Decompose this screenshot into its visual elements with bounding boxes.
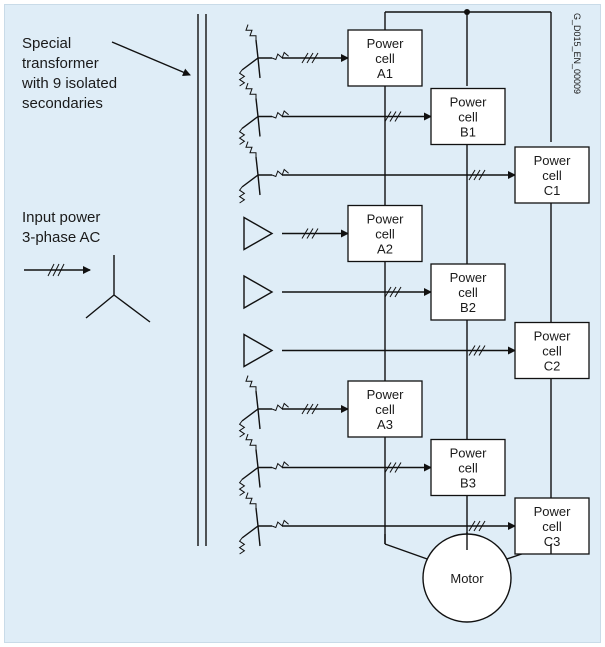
power-cell-title: Power [534, 504, 572, 519]
power-cell-id: C1 [544, 183, 561, 198]
input-power-arrow [24, 263, 91, 277]
power-cell-title: Power [450, 270, 488, 285]
secondary-star-icon [238, 375, 289, 438]
power-cell-subtitle: cell [375, 402, 395, 417]
power-cell-subtitle: cell [542, 168, 562, 183]
power-cell-title: Power [367, 212, 405, 227]
feed-line [282, 403, 349, 415]
feed-line [282, 520, 516, 532]
feed-line [282, 52, 349, 64]
secondary-delta-icon [243, 333, 274, 368]
secondary-star-icon [238, 433, 289, 496]
secondary-delta-icon [243, 216, 274, 251]
power-cell-subtitle: cell [375, 227, 395, 242]
power-cell-id: A3 [377, 417, 393, 432]
power-cell-subtitle: cell [375, 51, 395, 66]
motor-label: Motor [450, 571, 484, 586]
input-power-label: Input power 3-phase AC [22, 209, 105, 246]
feed-line [282, 345, 516, 356]
transformer-pointer-arrow [111, 41, 191, 76]
series-links [384, 86, 552, 554]
secondary-star-icon [238, 141, 289, 204]
secondary-delta-icon [243, 274, 274, 310]
secondary-rows: PowercellA1PowercellB1PowercellC1Powerce… [238, 24, 590, 555]
power-cell-title: Power [534, 153, 572, 168]
secondary-star-icon [238, 82, 289, 145]
secondary-star-icon [238, 492, 289, 555]
feed-line [282, 462, 432, 473]
power-cell-title: Power [534, 329, 572, 344]
primary-winding-star [85, 255, 151, 323]
feed-line [282, 111, 432, 122]
power-cell-subtitle: cell [542, 519, 562, 534]
power-cell-id: C2 [544, 359, 561, 374]
power-cell-subtitle: cell [458, 110, 478, 125]
power-cell-title: Power [450, 95, 488, 110]
power-cell-id: B1 [460, 125, 476, 140]
feed-line [282, 169, 516, 181]
power-cell-title: Power [450, 446, 488, 461]
power-cell-id: A2 [377, 242, 393, 257]
power-cell-subtitle: cell [458, 461, 478, 476]
power-cell-title: Power [367, 36, 405, 51]
drawing-code: G_D015_EN_00009 [572, 13, 582, 94]
power-cell-id: B2 [460, 300, 476, 315]
power-cell-id: A1 [377, 66, 393, 81]
secondary-star-icon [238, 24, 289, 87]
power-cell-id: B3 [460, 476, 476, 491]
power-cell-title: Power [367, 387, 405, 402]
power-cell-subtitle: cell [458, 285, 478, 300]
power-cell-id: C3 [544, 534, 561, 549]
power-cell-subtitle: cell [542, 344, 562, 359]
transformer-label: Special transformer with 9 isolated seco… [21, 35, 121, 112]
feed-line [282, 286, 432, 298]
feed-line [282, 228, 349, 239]
